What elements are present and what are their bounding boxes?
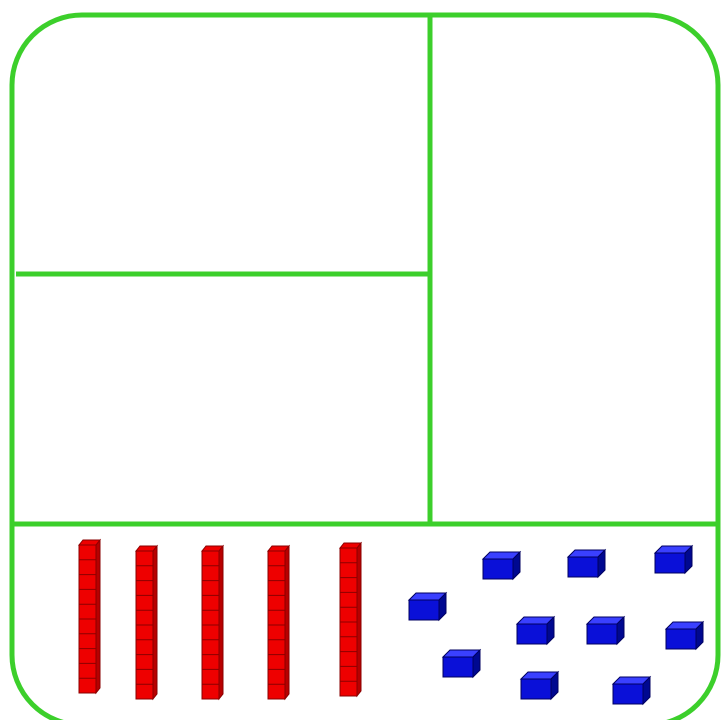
lower-left-box (20, 278, 426, 520)
unit-cube-icon (409, 593, 446, 620)
unit-cube-icon (483, 552, 520, 579)
right-box (434, 20, 714, 520)
unit-cube-icon (666, 622, 703, 649)
ten-rod-icon (136, 546, 157, 699)
unit-cube-icon (443, 650, 480, 677)
unit-cube-icon (655, 546, 692, 573)
ten-rod-icon (340, 543, 361, 696)
unit-cube-icon (517, 617, 554, 644)
ten-rod-icon (202, 546, 223, 699)
unit-cube-icon (521, 672, 558, 699)
upper-left-box (20, 20, 426, 270)
unit-cube-icon (587, 617, 624, 644)
unit-cube-icon (613, 677, 650, 704)
unit-cube-icon (568, 550, 605, 577)
ten-rod-icon (79, 540, 100, 693)
ten-rod-icon (268, 546, 289, 699)
